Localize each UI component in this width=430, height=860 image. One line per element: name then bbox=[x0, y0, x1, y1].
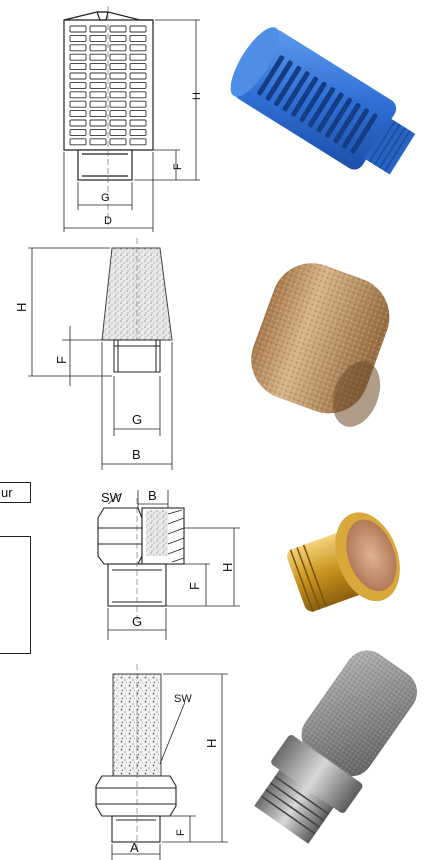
dim-label-a: A bbox=[130, 840, 139, 855]
dim-label-h: H bbox=[191, 92, 203, 100]
drawing-steel-silencer: SW H F A bbox=[95, 664, 228, 860]
vent-slot bbox=[89, 81, 107, 89]
vent-slot bbox=[69, 91, 87, 99]
cropped-text: ur bbox=[1, 485, 13, 500]
cropped-empty-box bbox=[0, 536, 31, 654]
cropped-text-box: ur bbox=[0, 482, 31, 503]
vent-slot bbox=[109, 72, 127, 80]
vent-slot bbox=[69, 128, 87, 136]
vent-slot bbox=[350, 113, 378, 154]
vent-slot bbox=[109, 53, 127, 61]
vent-slot bbox=[333, 102, 361, 144]
dim-label-g: G bbox=[132, 412, 142, 427]
drawing-brass-silencer: SW B H F G bbox=[97, 488, 240, 640]
vent-slot bbox=[109, 44, 127, 52]
vent-slot bbox=[89, 53, 107, 61]
dim-label-b: B bbox=[132, 447, 141, 462]
vent-slot bbox=[324, 97, 353, 138]
vent-slot bbox=[89, 119, 107, 127]
vent-slot bbox=[109, 34, 127, 42]
vent-slot bbox=[274, 65, 302, 107]
vent-slot bbox=[308, 87, 336, 128]
dim-label-h: H bbox=[204, 739, 219, 748]
vent-slot bbox=[69, 100, 87, 108]
vent-slot bbox=[299, 81, 327, 122]
vent-slot bbox=[129, 110, 147, 118]
photo-plastic-silencer bbox=[230, 27, 416, 175]
dim-label-g: G bbox=[101, 192, 110, 204]
vent-slot bbox=[69, 34, 87, 42]
vent-slot bbox=[109, 63, 127, 71]
dim-label-h: H bbox=[14, 303, 29, 312]
vent-slot bbox=[89, 44, 107, 52]
vent-slot bbox=[89, 91, 107, 99]
vent-slot bbox=[129, 138, 147, 146]
vent-slot bbox=[69, 44, 87, 52]
vent-slot bbox=[69, 138, 87, 146]
photo-steel-silencer bbox=[254, 650, 417, 844]
vent-slot bbox=[109, 100, 127, 108]
vent-slot bbox=[129, 25, 147, 33]
vent-slot bbox=[109, 110, 127, 118]
vent-slot bbox=[129, 91, 147, 99]
vent-slot bbox=[129, 34, 147, 42]
vent-slot bbox=[69, 63, 87, 71]
vent-slot bbox=[109, 128, 127, 136]
vent-slot bbox=[89, 72, 107, 80]
dim-label-h: H bbox=[220, 563, 235, 572]
dim-label-f: F bbox=[175, 829, 187, 836]
dim-label-sw: SW bbox=[101, 490, 123, 505]
photo-brass-silencer bbox=[287, 512, 400, 612]
vent-slot bbox=[109, 119, 127, 127]
vent-slot bbox=[257, 55, 285, 96]
vent-slot bbox=[109, 91, 127, 99]
vent-slot bbox=[69, 119, 87, 127]
dim-label-sw: SW bbox=[174, 693, 192, 705]
vent-slot bbox=[69, 110, 87, 118]
dim-label-b: B bbox=[148, 488, 157, 503]
vent-slot bbox=[316, 92, 344, 133]
vent-slot bbox=[129, 81, 147, 89]
vent-slot bbox=[129, 44, 147, 52]
dim-label-g: G bbox=[132, 614, 142, 629]
dim-label-f: F bbox=[54, 356, 69, 364]
vent-slot bbox=[89, 128, 107, 136]
vent-slot bbox=[291, 76, 319, 117]
vent-slot bbox=[109, 138, 127, 146]
vent-slot bbox=[89, 25, 107, 33]
vent-slot bbox=[109, 81, 127, 89]
vent-slot bbox=[89, 63, 107, 71]
dim-label-d: D bbox=[104, 215, 112, 227]
vent-slot bbox=[129, 72, 147, 80]
vent-slot bbox=[109, 25, 127, 33]
vent-slot bbox=[129, 63, 147, 71]
vent-slot bbox=[341, 108, 370, 149]
vent-slot bbox=[89, 34, 107, 42]
dim-label-f: F bbox=[187, 582, 202, 590]
vent-slot bbox=[89, 138, 107, 146]
vent-slot bbox=[69, 53, 87, 61]
vent-slot bbox=[129, 53, 147, 61]
vent-slot bbox=[69, 25, 87, 33]
vent-slot bbox=[129, 100, 147, 108]
vent-slot bbox=[69, 81, 87, 89]
photo-bronze-silencer bbox=[251, 263, 390, 427]
vent-slot bbox=[129, 119, 147, 127]
vent-slot bbox=[69, 72, 87, 80]
vent-slot bbox=[89, 110, 107, 118]
vent-slot bbox=[265, 60, 293, 101]
vent-slot bbox=[129, 128, 147, 136]
drawing-plastic-silencer: H F G D bbox=[63, 6, 203, 232]
vent-slot bbox=[89, 100, 107, 108]
vent-slot bbox=[282, 71, 310, 112]
dim-label-f: F bbox=[172, 163, 184, 170]
drawing-bronze-silencer: H F G B bbox=[14, 238, 173, 470]
